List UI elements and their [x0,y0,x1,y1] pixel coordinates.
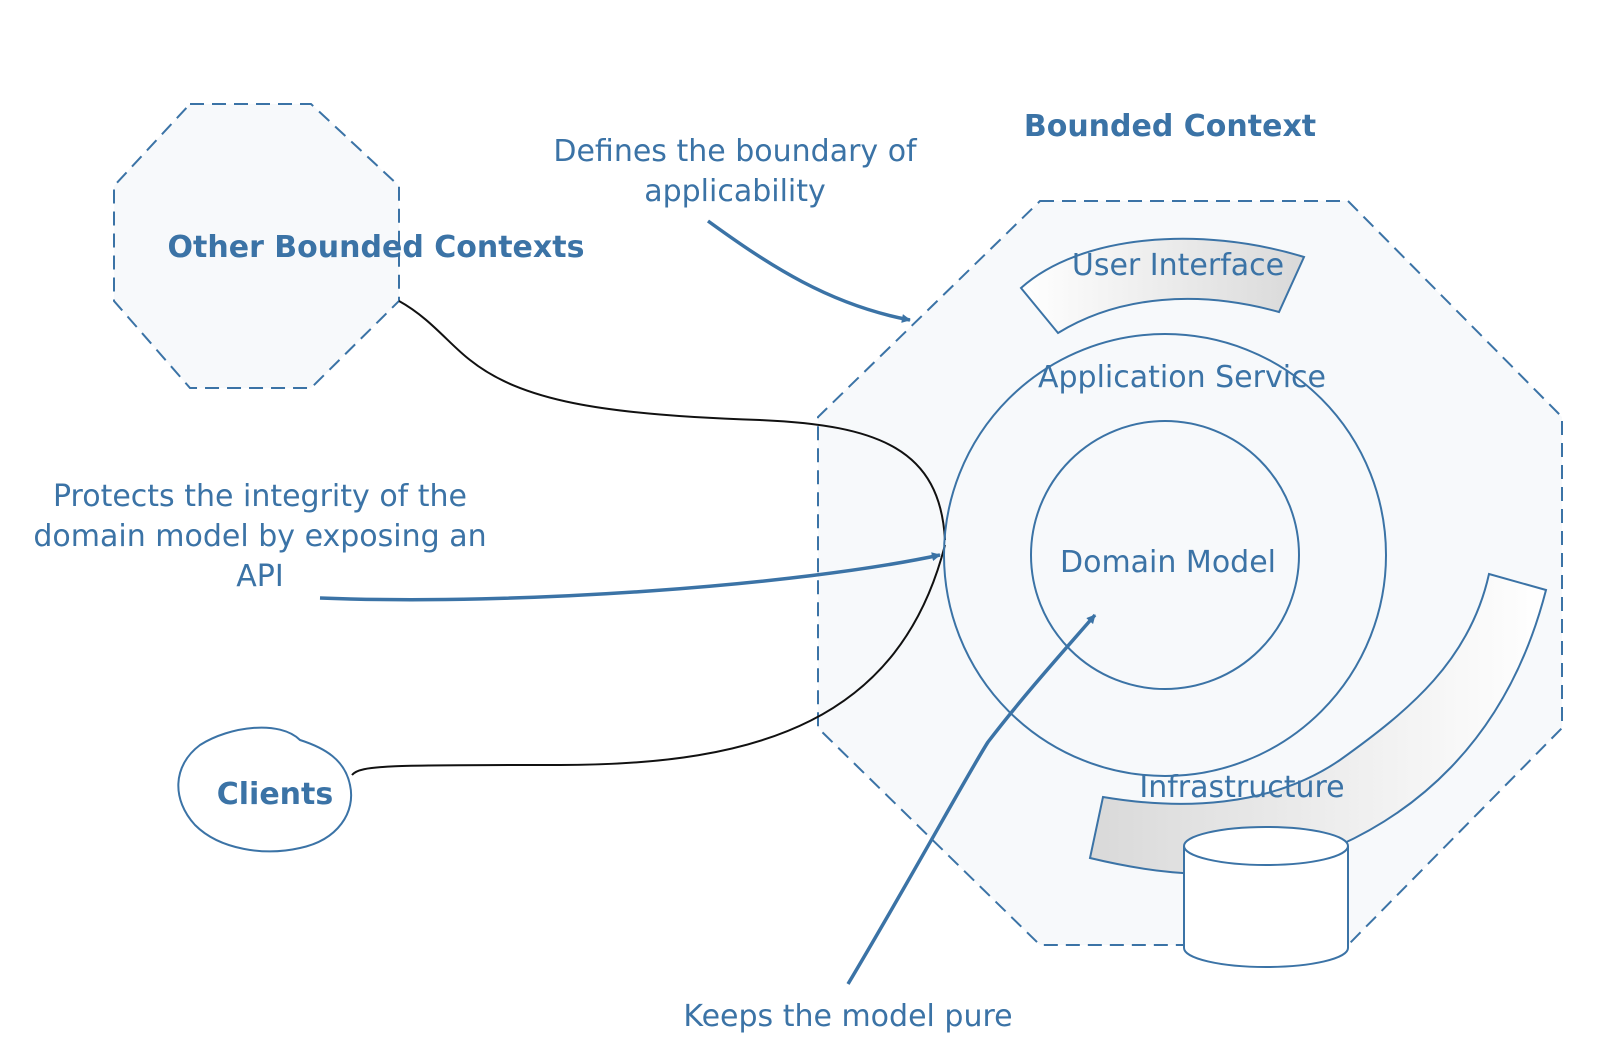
other-bounded-contexts-octagon [113,103,400,389]
keeps-model-pure-label: Keeps the model pure [683,999,1012,1034]
clients-blob [177,726,353,853]
clients-connector-curve [351,544,946,776]
database-icon [1183,826,1349,968]
protects-integrity-arrow [319,552,941,602]
keeps-pure-arrow [846,613,1097,985]
protects-integrity-label-line3: API [236,559,283,594]
protects-integrity-label-line2: domain model by exposing an [33,519,486,554]
clients-label: Clients [217,777,333,812]
defines-boundary-label-line1: Defines the boundary of [553,134,918,169]
bounded-context-title: Bounded Context [1024,109,1316,144]
infrastructure-band [1088,572,1548,876]
context-connector-curve [398,300,946,541]
domain-model-label: Domain Model [1060,545,1276,580]
other-bounded-contexts-label: Other Bounded Contexts [168,230,585,265]
user-interface-band [1019,237,1306,335]
application-service-label: Application Service [1038,360,1326,395]
defines-boundary-label-line2: applicability [644,174,826,209]
application-service-circle [943,333,1387,777]
protects-integrity-label-line1: Protects the integrity of the [53,479,467,514]
defines-boundary-arrow [706,219,911,323]
domain-model-circle [1030,420,1300,690]
user-interface-label: User Interface [1072,248,1284,283]
infrastructure-label: Infrastructure [1139,770,1344,805]
